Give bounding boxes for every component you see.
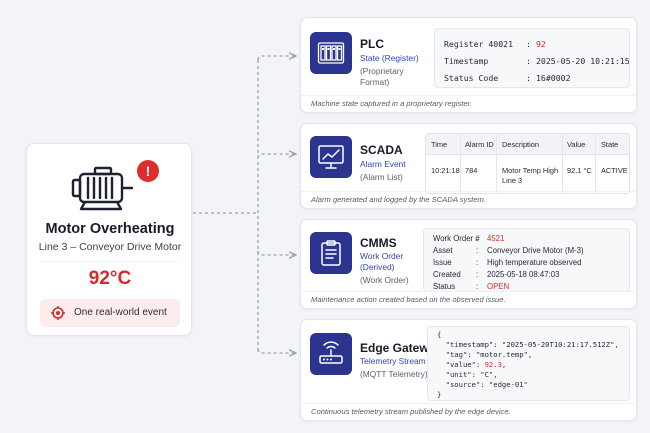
json-punct: , [501,360,507,369]
work-order-sep: : [476,270,479,279]
work-order-box: Work Order # : 4521 Asset : Conveyor Dri… [423,228,630,292]
json-value: 92.3 [484,360,502,369]
plc-key: Register 40021 [444,39,514,49]
target-icon [51,306,65,320]
column-header: Value [567,140,586,149]
event-title: Motor Overheating [45,221,175,237]
edge-name: Edge Gateway [360,341,443,355]
column-divider [460,134,461,193]
scada-name: SCADA [360,143,403,157]
work-order-sep: : [476,282,479,291]
event-card: ! Motor Overheating Line 3 – Conveyor Dr… [26,143,192,336]
json-line: "value": 92.3, [437,360,507,369]
connector-to-cmms [257,250,296,255]
json-line: "tag": "motor.temp", [437,350,533,359]
plc-sep: : [526,56,531,66]
work-order-key: Status [433,282,456,291]
edge-gateway-card: Edge Gateway Telemetry Stream (MQTT Tele… [300,319,637,421]
json-line: } [437,390,442,399]
router-icon [310,333,352,375]
column-header: Time [431,140,448,149]
telemetry-json-box: { "timestamp": "2025-05-20T10:21:17.512Z… [427,326,630,401]
column-header: Alarm ID [465,140,494,149]
scada-caption: Alarm generated and logged by the SCADA … [301,191,636,208]
alarm-id: 784 [465,166,478,175]
column-header: Description [502,140,539,149]
plc-value: 2025-05-20 10:21:15 [536,56,630,66]
plc-sep: : [526,73,531,83]
connector-to-scada [257,154,296,159]
json-line: { [437,330,442,339]
clipboard-icon [310,232,352,274]
cmms-name: CMMS [360,236,397,250]
scada-format: (Alarm List) [360,172,403,182]
work-order-value: Conveyor Drive Motor (M-3) [487,246,584,255]
alarm-state: ACTIVE [601,166,628,175]
plc-key: Timestamp [444,56,489,66]
json-key: "value": [437,360,485,369]
cmms-card: CMMS Work Order (Derived) (Work Order) W… [300,219,637,309]
edge-type: Telemetry Stream [360,356,426,366]
electric-motor-icon [71,166,134,211]
json-line: "unit": "C", [437,370,498,379]
alarm-table: Time Alarm ID Description Value State 10… [425,133,630,194]
alarm-value: 92.1 °C [567,166,592,175]
work-order-sep: : [476,234,479,243]
plc-value: 92 [536,39,546,49]
scada-type: Alarm Event [360,159,406,169]
divider [41,261,179,262]
alarm-description: Motor Temp High [502,166,559,175]
alarm-time: 10:21:18 [431,166,460,175]
plc-register-box: Register 40021 : 92 Timestamp : 2025-05-… [434,28,630,88]
work-order-key: Issue [433,258,452,267]
json-line: "timestamp": "2025-05-20T10:21:17.512Z", [437,340,619,349]
column-divider [562,134,563,193]
column-divider [496,134,497,193]
connector-trunk [193,60,259,353]
plc-value: 16#0002 [536,73,571,83]
plc-sep: : [526,39,531,49]
plc-format: (Proprietary [360,66,404,76]
event-subtitle: Line 3 – Conveyor Drive Motor [38,241,182,253]
alarm-description: Line 3 [502,176,523,185]
plc-key: Status Code [444,73,499,83]
cmms-format: (Work Order) [360,275,409,285]
edge-caption: Continuous telemetry stream published by… [301,403,636,420]
plc-rack-icon [310,32,352,74]
pill-label: One real-world event [74,307,167,318]
column-divider [595,134,596,193]
json-line: "source": "edge-01" [437,380,528,389]
plc-type: State (Register) [360,53,419,63]
plc-name: PLC [360,37,384,51]
scada-card: SCADA Alarm Event (Alarm List) Time Alar… [300,123,637,209]
cmms-caption: Maintenance action created based on the … [301,291,636,308]
connector-to-edge [257,348,296,353]
cmms-type: Work Order [360,251,404,261]
plc-card: PLC State (Register) (Proprietary Format… [300,17,637,113]
monitor-trend-icon [310,136,352,178]
plc-caption: Machine state captured in a proprietary … [301,95,636,112]
work-order-key: Work Order # [433,234,480,243]
event-pill: One real-world event [40,299,180,327]
work-order-sep: : [476,258,479,267]
work-order-key: Created [433,270,461,279]
edge-format: (MQTT Telemetry) [360,369,428,379]
plc-format: Format) [360,77,390,87]
alert-icon: ! [137,160,159,182]
work-order-value: 4521 [487,234,505,243]
temperature-reading: 92°C [88,268,132,289]
work-order-value: High temperature observed [487,258,582,267]
work-order-key: Asset [433,246,453,255]
work-order-sep: : [476,246,479,255]
alarm-table-header [426,134,629,155]
connector-to-plc [257,56,296,61]
work-order-value: 2025-05-18 08:47:03 [487,270,560,279]
cmms-type: (Derived) [360,262,395,272]
work-order-value: OPEN [487,282,510,291]
column-header: State [601,140,619,149]
